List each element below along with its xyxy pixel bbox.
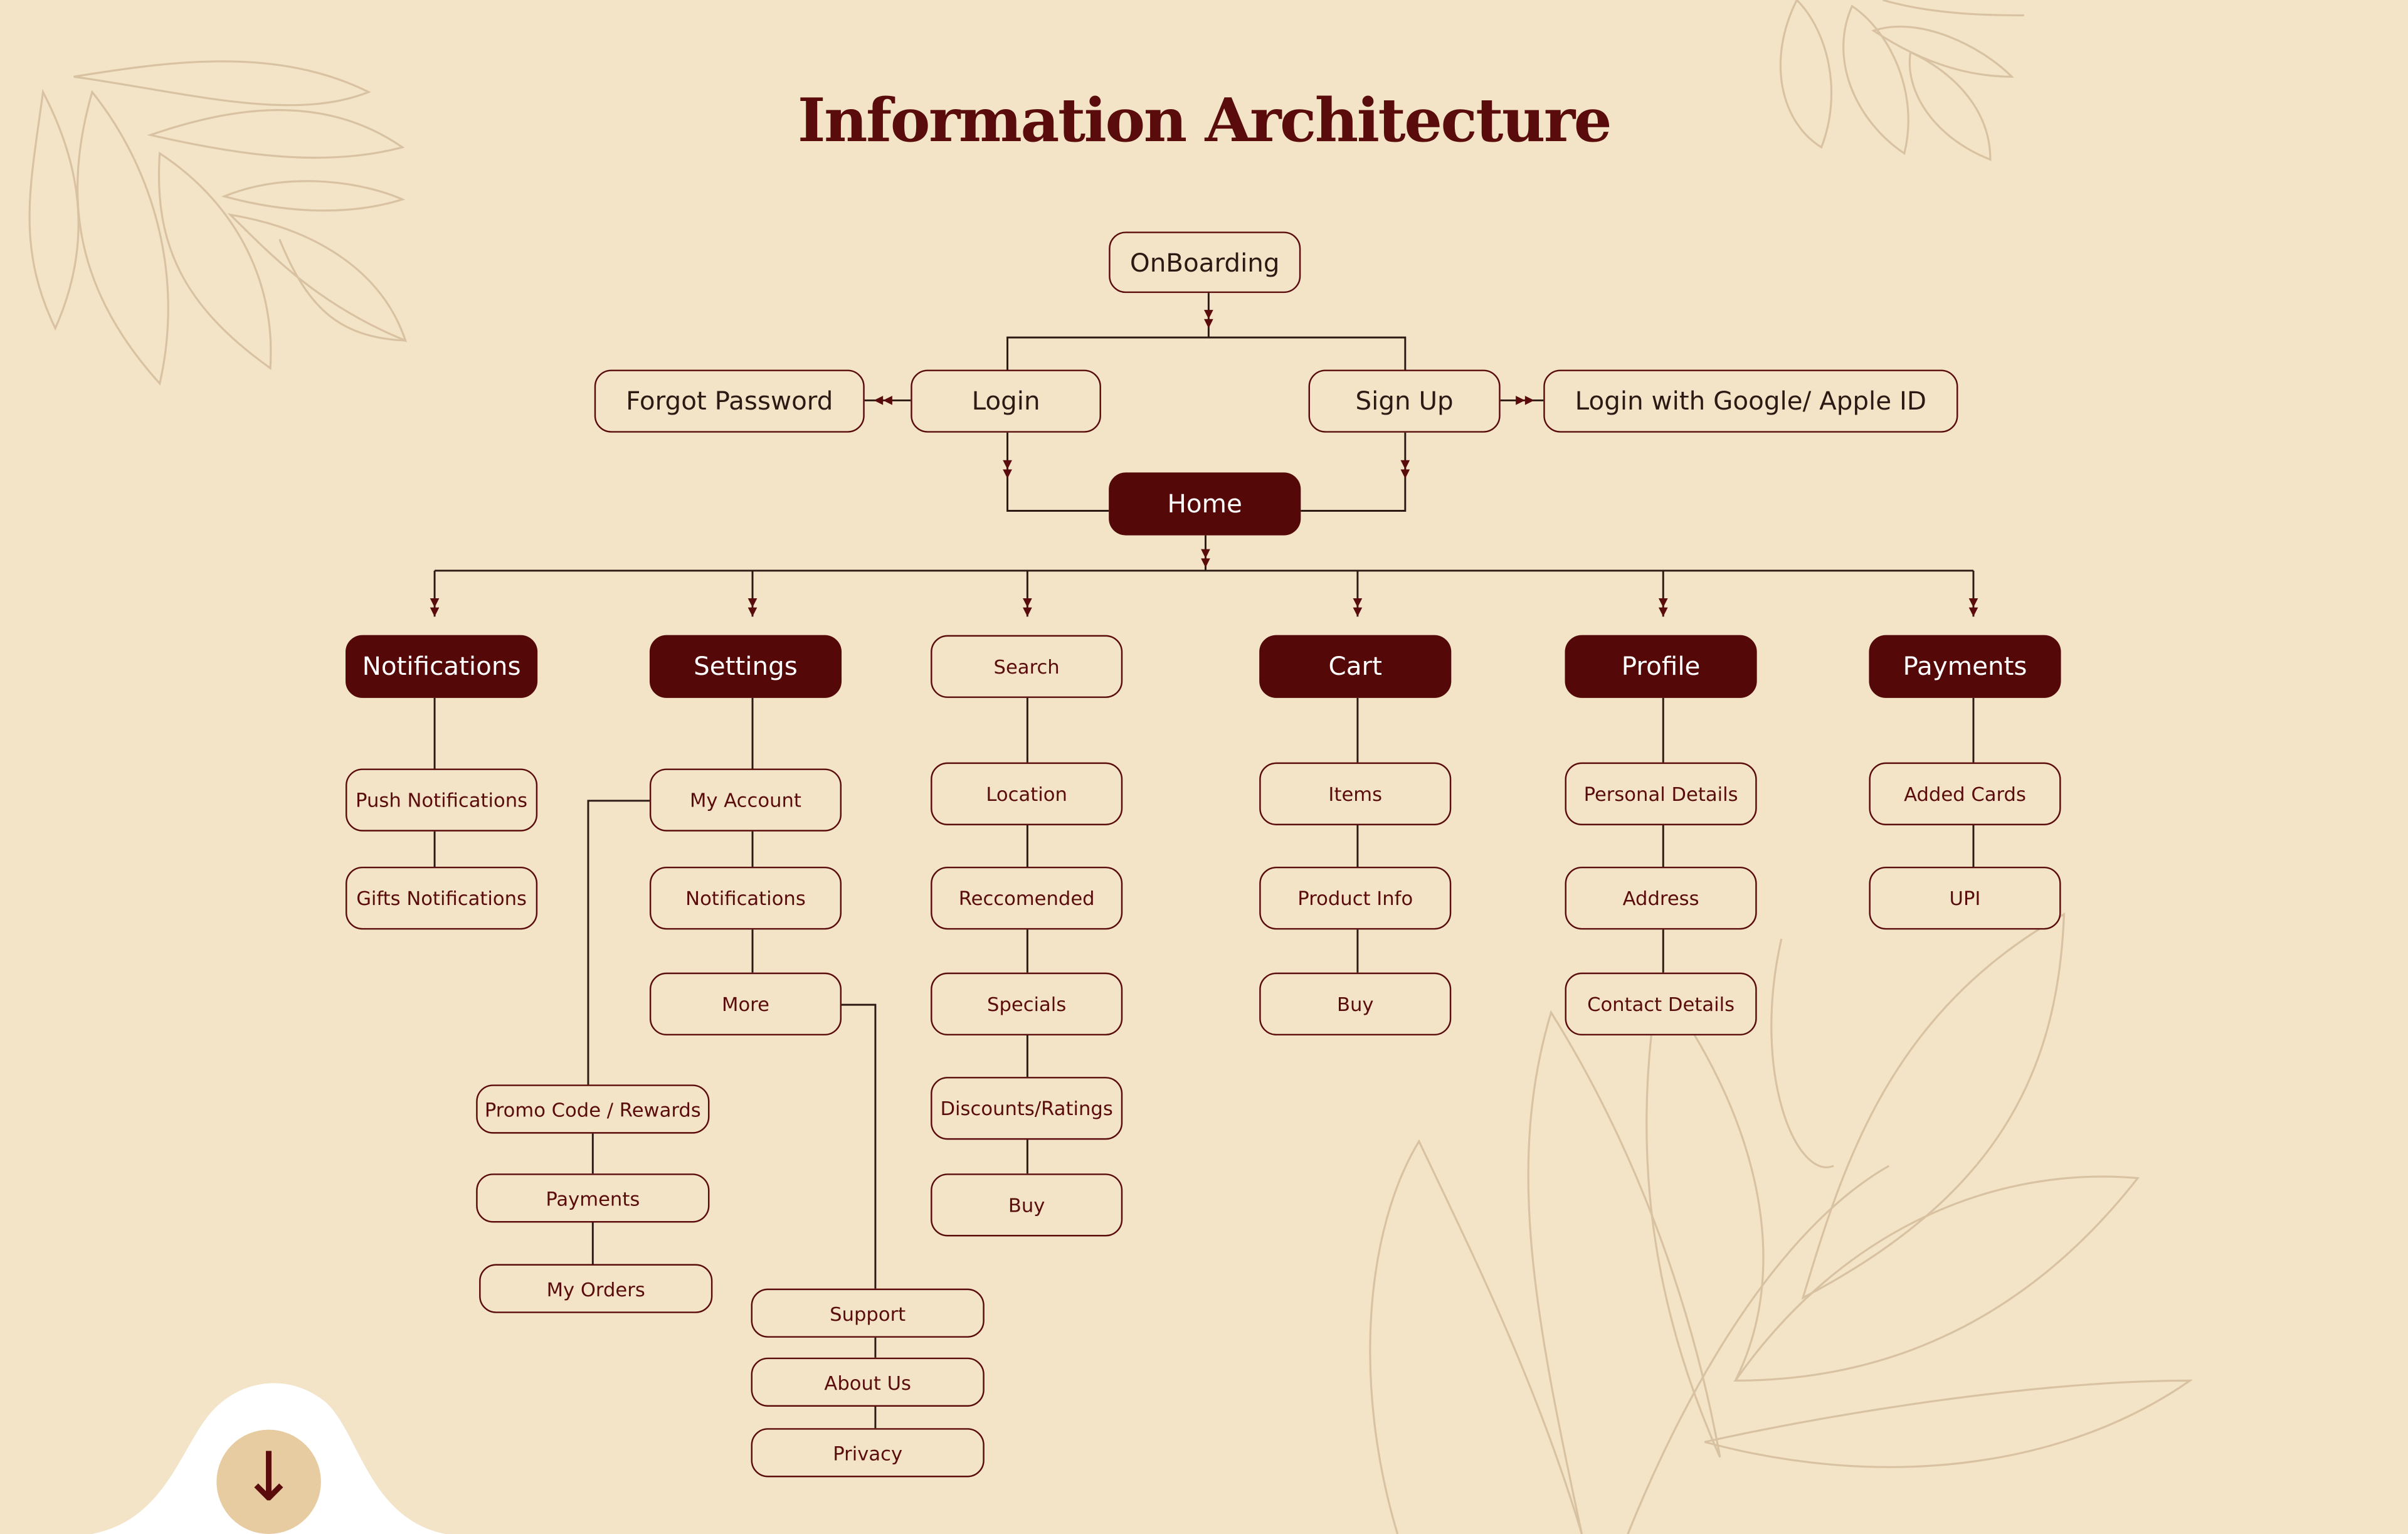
node-added-cards: Added Cards xyxy=(1869,762,2061,825)
arrowhead-icon xyxy=(1204,310,1213,329)
node-payments: Payments xyxy=(1869,635,2061,698)
node-privacy: Privacy xyxy=(751,1428,985,1478)
connector-line xyxy=(587,800,650,1085)
node-my-orders: My Orders xyxy=(479,1264,713,1313)
node-notifications: Notifications xyxy=(346,635,538,698)
scroll-down-button[interactable]: ↓ xyxy=(216,1429,321,1534)
node-forgot-password: Forgot Password xyxy=(594,369,865,433)
arrowhead-icon xyxy=(1201,549,1210,568)
node-upi: UPI xyxy=(1869,866,2061,930)
node-onboarding: OnBoarding xyxy=(1109,231,1301,294)
node-address: Address xyxy=(1565,866,1757,930)
page-title: Information Architecture xyxy=(797,85,1612,157)
node-login: Login xyxy=(911,369,1101,433)
node-specials: Specials xyxy=(931,972,1123,1036)
arrowhead-icon xyxy=(1658,598,1668,617)
node-promo-code-rewards: Promo Code / Rewards xyxy=(476,1084,710,1134)
connector-line xyxy=(1301,432,1407,512)
arrowhead-icon xyxy=(1516,396,1534,405)
node-product-info: Product Info xyxy=(1259,866,1452,930)
arrowhead-icon xyxy=(1968,598,1978,617)
node-settings-notifications: Notifications xyxy=(649,866,842,930)
arrowhead-icon xyxy=(1023,598,1032,617)
node-settings: Settings xyxy=(649,635,842,698)
node-search: Search xyxy=(931,635,1123,698)
node-cart: Cart xyxy=(1259,635,1452,698)
arrowhead-icon xyxy=(1003,460,1012,479)
node-search-buy: Buy xyxy=(931,1173,1123,1237)
node-location: Location xyxy=(931,762,1123,825)
down-arrow-icon: ↓ xyxy=(240,1439,297,1518)
arrowhead-icon xyxy=(1353,598,1363,617)
arrowhead-icon xyxy=(430,598,440,617)
node-cart-buy: Buy xyxy=(1259,972,1452,1036)
arrowhead-icon xyxy=(747,598,758,617)
node-settings-payments: Payments xyxy=(476,1173,710,1223)
node-home: Home xyxy=(1109,472,1301,536)
node-push-notifications: Push Notifications xyxy=(346,768,538,832)
node-gifts-notifications: Gifts Notifications xyxy=(346,866,538,930)
arrowhead-icon xyxy=(1400,460,1410,479)
connector-line xyxy=(1006,336,1407,370)
node-login-google-apple: Login with Google/ Apple ID xyxy=(1543,369,1958,433)
node-more: More xyxy=(649,972,842,1036)
connector-line xyxy=(842,1003,877,1289)
node-discounts-ratings: Discounts/Ratings xyxy=(931,1077,1123,1140)
node-personal-details: Personal Details xyxy=(1565,762,1757,825)
node-profile: Profile xyxy=(1565,635,1757,698)
node-items: Items xyxy=(1259,762,1452,825)
node-my-account: My Account xyxy=(649,768,842,832)
node-contact-details: Contact Details xyxy=(1565,972,1757,1036)
connector-line xyxy=(1006,432,1109,512)
node-reccomended: Reccomended xyxy=(931,866,1123,930)
node-sign-up: Sign Up xyxy=(1308,369,1501,433)
node-support: Support xyxy=(751,1288,985,1338)
node-about-us: About Us xyxy=(751,1357,985,1407)
arrowhead-icon xyxy=(874,396,892,405)
